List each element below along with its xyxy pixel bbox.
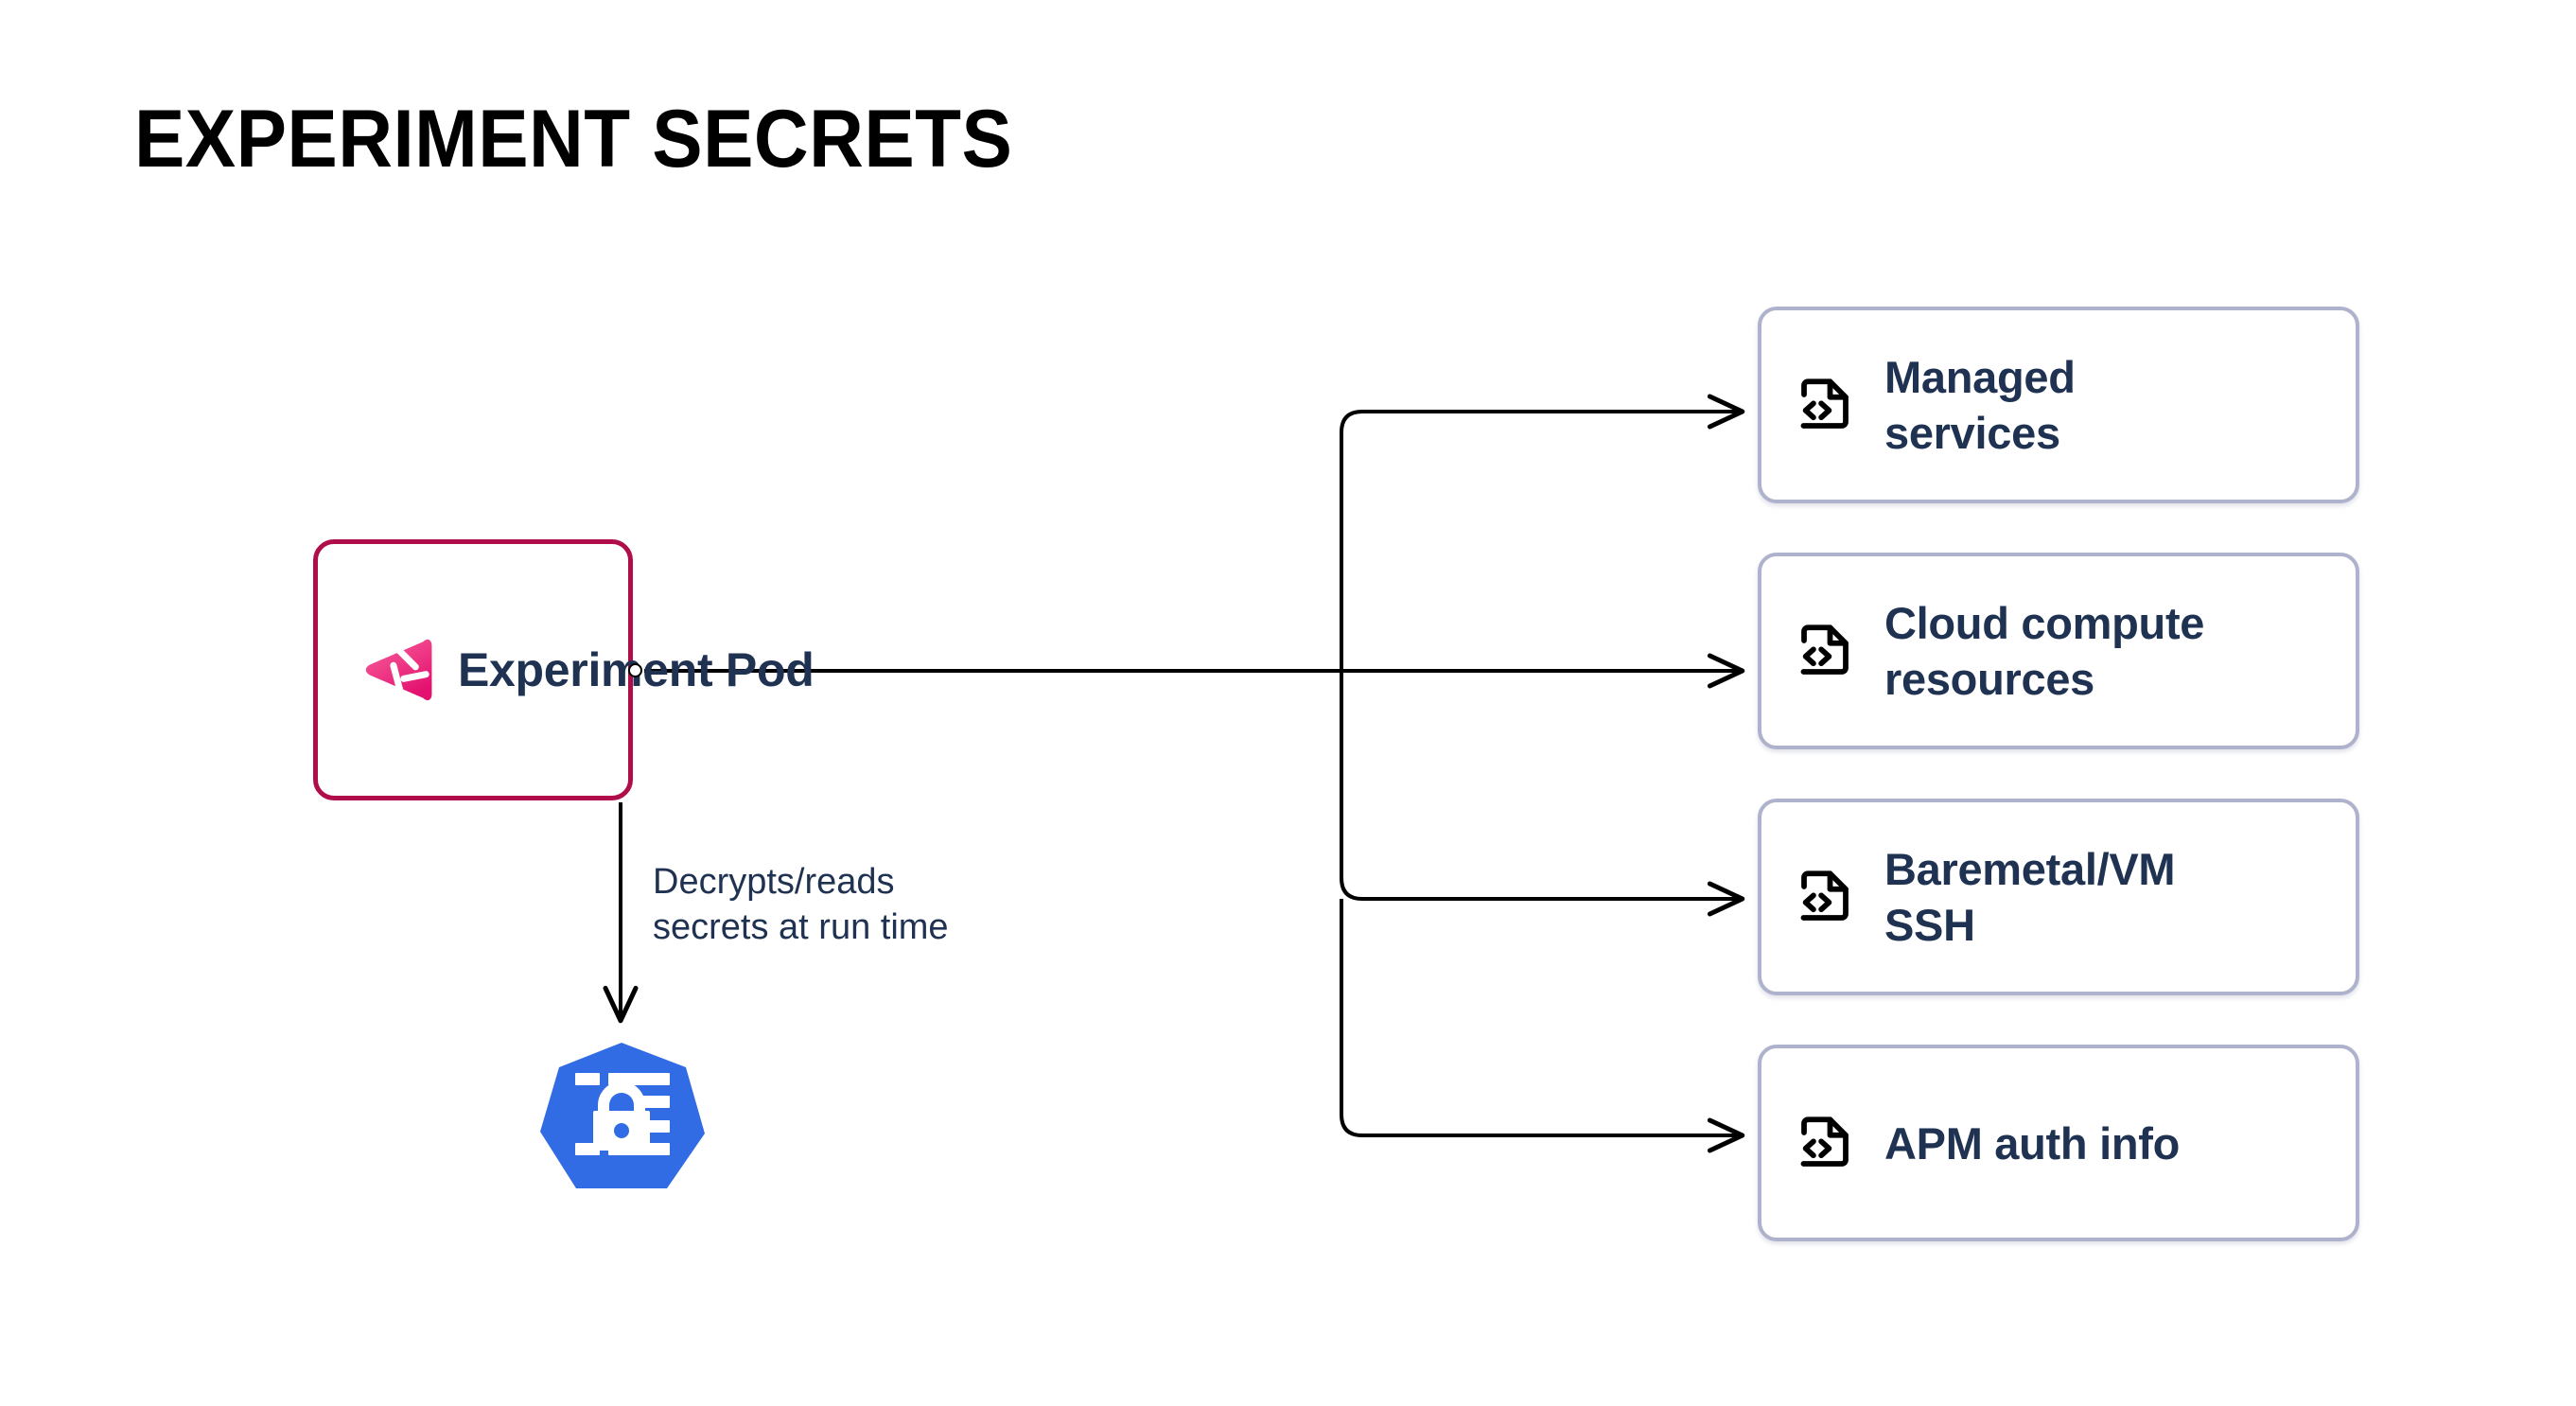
secret-edge-label-line1: Decrypts/reads [653,862,895,902]
resource-card-label-line1: Baremetal/VM [1884,844,2176,894]
resource-card-cloud-compute-resources[interactable]: Cloud compute resources [1758,553,2359,749]
page-title: EXPERIMENT SECRETS [134,94,1013,185]
connector-to-baremetal-ssh [1340,671,1745,917]
resource-card-label-line2: resources [1884,654,2094,704]
resource-card-label: Cloud compute resources [1884,595,2204,707]
connector-to-managed-services [1340,394,1745,671]
pod-output-port[interactable] [628,663,642,677]
experiment-pod-node[interactable]: Experiment Pod [313,539,815,800]
kubernetes-secret-label: secret [583,1194,660,1225]
resource-card-label: Managed services [1884,349,2076,461]
resource-card-baremetal-vm-ssh[interactable]: Baremetal/VM SSH [1758,799,2359,995]
connector-to-apm-auth [1340,899,1745,1153]
secret-edge-label-line2: secrets at run time [653,907,949,947]
resource-card-label-line1: Cloud compute [1884,598,2205,648]
secret-edge-label: Decrypts/reads secrets at run time [653,859,1031,950]
file-code-icon [1800,870,1849,921]
kubernetes-secret-node[interactable]: secret [534,1039,709,1226]
file-code-icon [1800,378,1849,429]
resource-card-label: APM auth info [1884,1116,2180,1171]
litmuschaos-logo [365,639,432,701]
kubernetes-secret-icon: secret [540,1043,705,1225]
resource-card-managed-services[interactable]: Managed services [1758,307,2359,503]
resource-card-apm-auth-info[interactable]: APM auth info [1758,1045,2359,1241]
resource-card-label-line2: services [1884,408,2060,458]
resource-card-label-line2: SSH [1884,900,1975,950]
resource-card-label-line1: APM auth info [1884,1117,2180,1169]
resource-card-label: Baremetal/VM SSH [1884,841,2176,953]
resource-card-label-line1: Managed [1884,352,2076,402]
file-code-icon [1800,624,1849,675]
file-code-icon [1800,1116,1849,1167]
